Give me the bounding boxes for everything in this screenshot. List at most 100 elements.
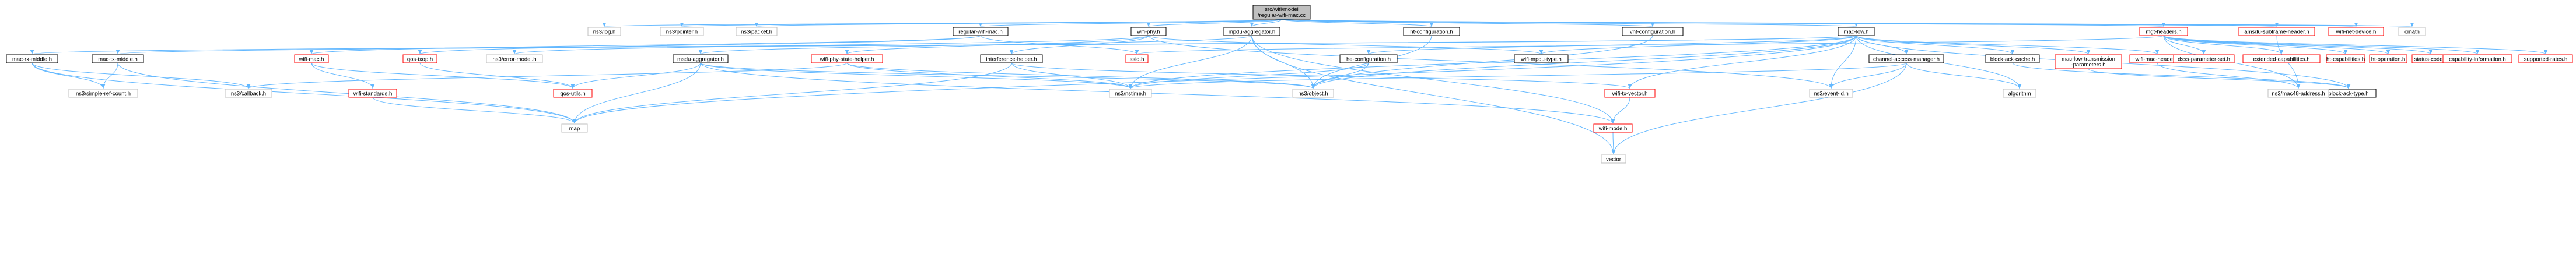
node-box-vhtconf xyxy=(1622,27,1684,36)
node-box-callback xyxy=(225,89,272,98)
node-cam[interactable]: channel-access-manager.h xyxy=(1868,54,1944,63)
edge-regular-to-ssid xyxy=(980,35,1139,55)
edge-root-to-htconf xyxy=(1281,19,1433,27)
edge-root-to-vhtconf xyxy=(1281,19,1654,27)
node-mactx[interactable]: mac-tx-middle.h xyxy=(92,54,144,63)
node-box-cmath xyxy=(2398,27,2426,36)
edge-root-to-cmath xyxy=(1281,19,2413,27)
node-box-pointer xyxy=(660,27,704,36)
node-label-wifimode: wifi-mode.h xyxy=(1598,126,1628,132)
edge-msduagg-to-map xyxy=(572,62,701,124)
node-label-qosutils: qos-utils.h xyxy=(560,91,585,97)
node-pointer: ns3/pointer.h xyxy=(660,27,704,36)
edge-mgt-to-htcap xyxy=(2163,35,2348,55)
node-cmath: cmath xyxy=(2398,27,2426,36)
node-wifistd[interactable]: wifi-standards.h xyxy=(348,89,397,98)
node-macrx[interactable]: mac-rx-middle.h xyxy=(6,54,58,63)
edge-msduagg-to-object xyxy=(700,62,1315,89)
node-box-qostxop xyxy=(402,54,438,63)
node-txvector[interactable]: wifi-tx-vector.h xyxy=(1604,89,1656,98)
node-regular[interactable]: regular-wifi-mac.h xyxy=(953,27,1009,36)
edge-macrx-to-map xyxy=(32,62,577,124)
node-phystate[interactable]: wifi-phy-state-helper.h xyxy=(811,54,883,63)
node-vhtconf[interactable]: vht-configuration.h xyxy=(1622,27,1684,36)
node-box-vector xyxy=(1601,154,1626,164)
node-label-simpleref: ns3/simple-ref-count.h xyxy=(76,91,131,97)
node-capinfo[interactable]: capability-information.h xyxy=(2442,54,2512,63)
node-label-regular: regular-wifi-mac.h xyxy=(958,29,1003,36)
edge-maclow-to-wmacheader xyxy=(1856,35,2159,55)
edge-maclow-to-mpdutype xyxy=(1539,35,1857,55)
node-label-htop: ht-operation.h xyxy=(2371,56,2406,63)
edge-cam-to-vector xyxy=(1611,62,1907,155)
node-label-amsdu: amsdu-subframe-header.h xyxy=(2244,29,2309,36)
node-label-interf: interference-helper.h xyxy=(986,56,1037,63)
node-box-suprates xyxy=(2518,54,2573,63)
node-netdev[interactable]: wifi-net-device.h xyxy=(2328,27,2384,36)
node-qostxop[interactable]: qos-txop.h xyxy=(402,54,438,63)
node-mltp[interactable]: mac-low-transmission-parameters.h xyxy=(2054,54,2122,69)
edge-mltp-to-backtype xyxy=(2088,68,2351,89)
node-label-map: map xyxy=(569,126,580,132)
edge-macrx-to-simpleref xyxy=(32,62,106,89)
node-box-ssid xyxy=(1125,54,1149,63)
edge-msduagg-to-qosutils xyxy=(570,62,701,89)
node-box-packet xyxy=(736,27,778,36)
node-box-wifistd xyxy=(348,89,397,98)
edge-maclow-to-heconf xyxy=(1367,35,1857,55)
node-label-object: ns3/object.h xyxy=(1298,91,1328,97)
node-algorithm: algorithm xyxy=(2003,89,2036,98)
node-extcap[interactable]: extended-capabilities.h xyxy=(2242,54,2320,63)
node-root[interactable]: src/wifi/model/regular-wifi-mac.cc xyxy=(1252,5,1311,20)
node-ssid[interactable]: ssid.h xyxy=(1125,54,1149,63)
node-box-object xyxy=(1292,89,1334,98)
node-mgt[interactable]: mgt-headers.h xyxy=(2139,27,2188,36)
node-htcap[interactable]: ht-capabilities.h xyxy=(2326,54,2365,63)
node-label-extcap: extended-capabilities.h xyxy=(2253,56,2309,63)
node-msduagg[interactable]: msdu-aggregator.h xyxy=(673,54,729,63)
edge-msduagg-to-wifimode xyxy=(700,62,1615,124)
node-wifiphy[interactable]: wifi-phy.h xyxy=(1130,27,1167,36)
node-mpdutype[interactable]: wifi-mpdu-type.h xyxy=(1514,54,1569,63)
edge-mpduagg-to-wifimode xyxy=(1251,35,1615,124)
edge-mactx-to-map xyxy=(117,62,577,124)
node-wifimode[interactable]: wifi-mode.h xyxy=(1593,123,1633,133)
node-qosutils[interactable]: qos-utils.h xyxy=(553,89,593,98)
node-backcache[interactable]: block-ack-cache.h xyxy=(1985,54,2040,63)
node-wifimac[interactable]: wifi-mac.h xyxy=(294,54,329,63)
node-box-capinfo xyxy=(2442,54,2512,63)
node-mpduagg[interactable]: mpdu-aggregator.h xyxy=(1223,27,1280,36)
node-htop[interactable]: ht-operation.h xyxy=(2369,54,2407,63)
node-label-wifistd: wifi-standards.h xyxy=(353,91,393,97)
edge-wifistd-to-map xyxy=(372,97,577,124)
node-amsdu[interactable]: amsdu-subframe-header.h xyxy=(2238,27,2315,36)
edge-qostxop-to-qosutils xyxy=(419,62,575,89)
node-suprates[interactable]: supported-rates.h xyxy=(2518,54,2573,63)
node-label-backtype: block-ack-type.h xyxy=(2328,91,2368,97)
node-box-eventid xyxy=(1809,89,1853,98)
node-label-wifiphy: wifi-phy.h xyxy=(1136,29,1160,36)
node-box-qosutils xyxy=(553,89,593,98)
node-box-errmodel xyxy=(486,54,543,63)
node-heconf[interactable]: he-configuration.h xyxy=(1339,54,1398,63)
node-dsss[interactable]: dsss-parameter-set.h xyxy=(2173,54,2235,63)
node-htconf[interactable]: ht-configuration.h xyxy=(1403,27,1460,36)
node-simpleref: ns3/simple-ref-count.h xyxy=(68,89,138,98)
edge-maclow-to-backcache xyxy=(1856,35,2015,55)
node-label-netdev: wifi-net-device.h xyxy=(2336,29,2376,36)
node-box-interf xyxy=(980,54,1043,63)
node-maclow[interactable]: mac-low.h xyxy=(1838,27,1875,36)
node-box-cam xyxy=(1868,54,1944,63)
node-box-dsss xyxy=(2173,54,2235,63)
edge-maclow-to-txvector xyxy=(1628,35,1857,89)
node-label-msduagg: msdu-aggregator.h xyxy=(677,56,724,63)
node-interf[interactable]: interference-helper.h xyxy=(980,54,1043,63)
node-label-backcache: block-ack-cache.h xyxy=(1990,56,2035,63)
edge-mgt-to-suprates xyxy=(2163,35,2547,55)
node-box-wifimode xyxy=(1593,123,1633,133)
edge-wifiphy-to-interf xyxy=(1009,35,1149,55)
edge-mgt-to-dsss xyxy=(2163,35,2206,55)
edge-cam-to-eventid xyxy=(1829,62,1907,89)
node-backtype[interactable]: block-ack-type.h xyxy=(2320,89,2376,98)
node-box-log xyxy=(587,27,621,36)
